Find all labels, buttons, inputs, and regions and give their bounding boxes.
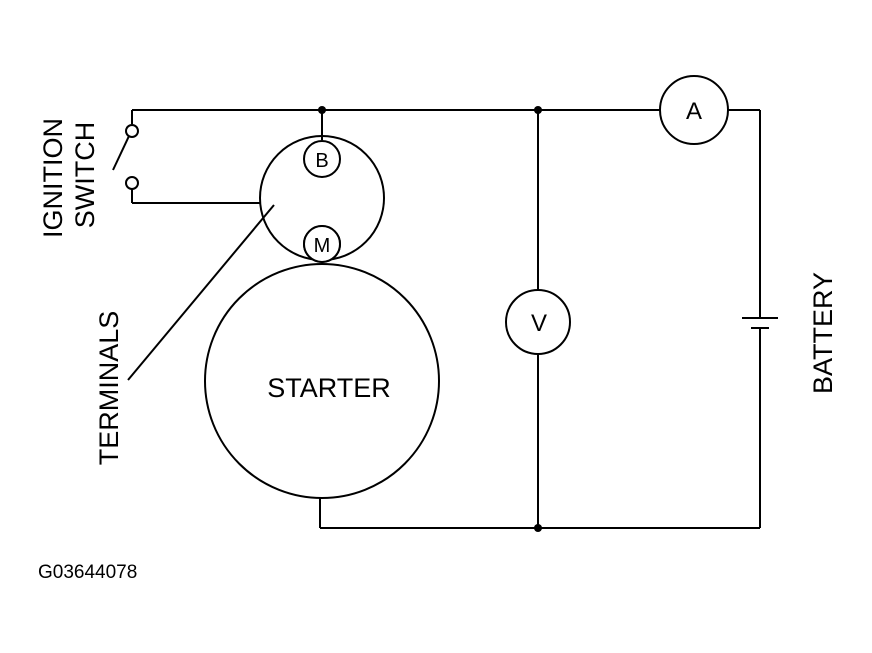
terminal-b <box>303 140 341 178</box>
terminals-label: TERMINALS <box>94 311 124 466</box>
switch-contact-bottom <box>125 176 139 190</box>
junction-dot <box>318 106 326 114</box>
terminal-m-overlay <box>303 225 341 263</box>
starter-body <box>204 263 440 499</box>
solenoid <box>259 110 385 263</box>
starter-label: STARTER <box>267 373 391 403</box>
battery <box>742 317 778 528</box>
junction-dot <box>534 106 542 114</box>
terminals-leader <box>127 204 275 381</box>
voltmeter-branch <box>505 110 571 528</box>
terminal-b-label: B <box>315 150 328 172</box>
ignition-label-line2: SWITCH <box>70 122 100 228</box>
figure-code: G03644078 <box>38 562 137 583</box>
ammeter <box>659 75 729 145</box>
junction-dot <box>534 524 542 532</box>
ignition-label-line1: IGNITION <box>38 118 68 238</box>
terminal-m-label: M <box>314 235 331 257</box>
ignition-switch <box>112 110 277 214</box>
ammeter-label: A <box>686 98 702 125</box>
battery-label: BATTERY <box>808 272 838 394</box>
switch-blade <box>112 135 130 171</box>
top-wire <box>132 109 761 318</box>
switch-contact-top <box>125 124 139 138</box>
voltmeter-label: V <box>531 310 547 337</box>
